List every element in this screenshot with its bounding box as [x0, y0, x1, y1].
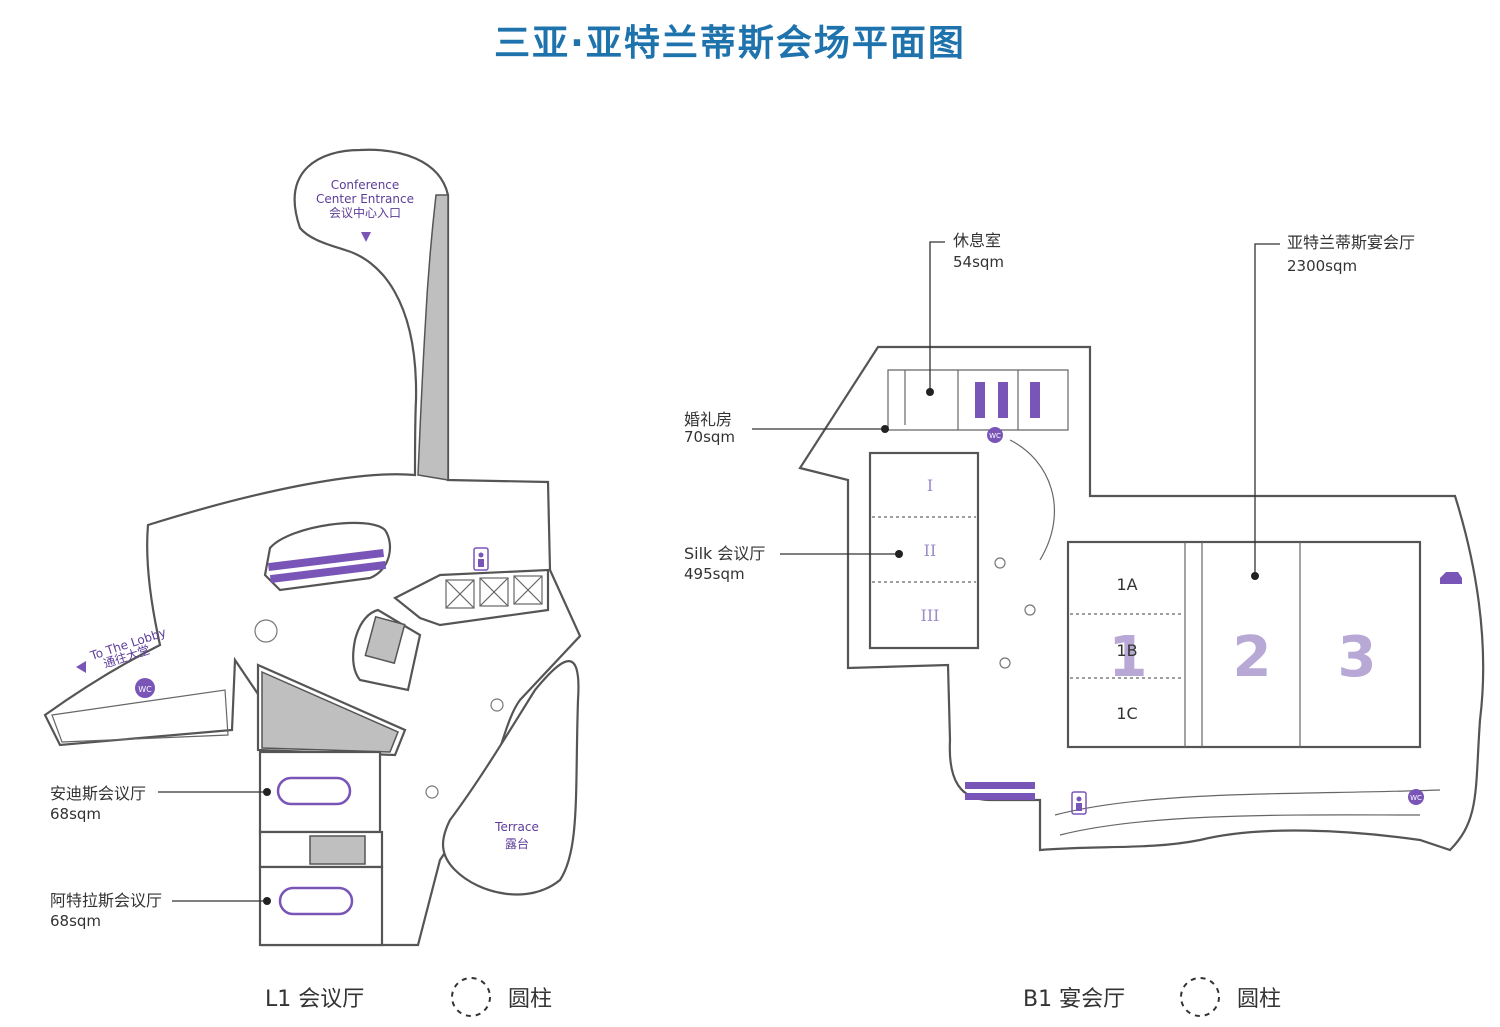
rest-room-area: 54sqm: [953, 253, 1004, 271]
silk-hall-name: Silk 会议厅: [684, 544, 765, 563]
subroom-1c: 1C: [1116, 704, 1137, 723]
terrace-label-en: Terrace: [494, 820, 539, 834]
andes-area: 68sqm: [50, 805, 101, 823]
b1-curved-wall: [1009, 439, 1055, 561]
elevator-icon: [1071, 791, 1087, 815]
silk-section-1: I: [927, 476, 933, 495]
column-icon: [1024, 604, 1036, 616]
column-icon: [425, 785, 439, 799]
andes-marker: [263, 788, 271, 796]
escalator-icon: [965, 782, 1035, 800]
atlas-name: 阿特拉斯会议厅: [50, 891, 162, 910]
svg-text:WC: WC: [989, 432, 1001, 440]
wc-icon: WC: [987, 427, 1003, 443]
l1-floor-label: L1 会议厅: [265, 987, 364, 1012]
elevator-bank-l1: [392, 568, 550, 627]
lobby-wing-rooms: [51, 689, 229, 743]
ballroom-callout-line: [1254, 243, 1280, 576]
restroom-fixtures-2: [998, 382, 1008, 418]
subroom-1b: 1B: [1116, 641, 1137, 660]
svg-text:WC: WC: [138, 685, 152, 694]
rest-room-name: 休息室: [953, 231, 1001, 250]
terrace-area[interactable]: [442, 660, 580, 896]
rest-callout-line: [929, 241, 945, 392]
entrance-label-en2: Center Entrance: [316, 192, 414, 206]
wc-icon: WC: [1408, 789, 1424, 805]
l1-triangle-grey: [261, 670, 399, 753]
bridal-marker: [881, 425, 889, 433]
l1-legend: L1 会议厅 圆柱: [265, 977, 552, 1017]
l1-service-grey-2: [309, 835, 366, 865]
b1-bottom-corridor-inner: [1059, 814, 1421, 836]
arrow-left-icon: [76, 661, 86, 673]
bridal-room-area: 70sqm: [684, 428, 735, 446]
column-icon: [254, 619, 278, 643]
column-icon: [999, 657, 1011, 669]
silk-section-3: III: [921, 606, 940, 625]
ballroom-marker: [1251, 572, 1259, 580]
bridal-room-name: 婚礼房: [684, 410, 732, 429]
ballroom-section-2: 2: [1233, 625, 1272, 690]
atlas-table: [278, 886, 354, 916]
svg-text:WC: WC: [1410, 794, 1422, 802]
page-title: 三亚·亚特兰蒂斯会场平面图: [494, 23, 966, 64]
l1-floor-plan: WC Conference Center Entrance 会议中心入口 To …: [43, 148, 582, 947]
b1-floor-label: B1 宴会厅: [1023, 987, 1125, 1012]
restroom-fixtures-3: [1030, 382, 1040, 418]
terrace-label-cn: 露台: [505, 836, 529, 851]
elevator-icon: [473, 547, 489, 571]
b1-floor-plan: I II III 1 2 3 1A 1B 1C WC: [684, 231, 1485, 852]
l1-legend-column: 圆柱: [508, 987, 552, 1012]
wc-icon: WC: [135, 678, 155, 698]
column-icon: [451, 977, 491, 1017]
ballroom-area: 2300sqm: [1287, 257, 1357, 275]
andes-table: [276, 776, 352, 806]
ballroom-section-3: 3: [1338, 625, 1377, 690]
b1-legend-column: 圆柱: [1237, 987, 1281, 1012]
b1-top-rooms: [887, 369, 1069, 431]
escalator-icon: [267, 548, 387, 584]
room-atlas[interactable]: [258, 865, 384, 947]
rest-marker: [926, 388, 934, 396]
silk-hall[interactable]: [868, 451, 980, 650]
l1-service-grey: [364, 615, 406, 665]
atlas-area: 68sqm: [50, 912, 101, 930]
l1-corridor-strip: [417, 194, 449, 481]
silk-marker: [895, 550, 903, 558]
entrance-label-cn: 会议中心入口: [329, 205, 401, 220]
column-icon: [490, 698, 504, 712]
car-icon: [1440, 572, 1462, 584]
ballroom-name: 亚特兰蒂斯宴会厅: [1287, 233, 1415, 252]
atlas-marker: [263, 897, 271, 905]
silk-section-2: II: [924, 541, 937, 560]
entrance-label-en1: Conference: [331, 178, 400, 192]
andes-name: 安迪斯会议厅: [50, 784, 146, 803]
arrow-down-icon: [361, 232, 371, 242]
atlantis-ballroom[interactable]: [1066, 540, 1422, 749]
restroom-fixtures-1: [975, 382, 985, 418]
b1-legend: B1 宴会厅 圆柱: [1023, 977, 1281, 1017]
column-icon: [994, 557, 1006, 569]
column-icon: [1180, 977, 1220, 1017]
ballroom-section-1: 1: [1109, 625, 1148, 690]
subroom-1a: 1A: [1116, 575, 1137, 594]
silk-hall-area: 495sqm: [684, 565, 745, 583]
b1-bottom-corridor: [1054, 789, 1441, 816]
